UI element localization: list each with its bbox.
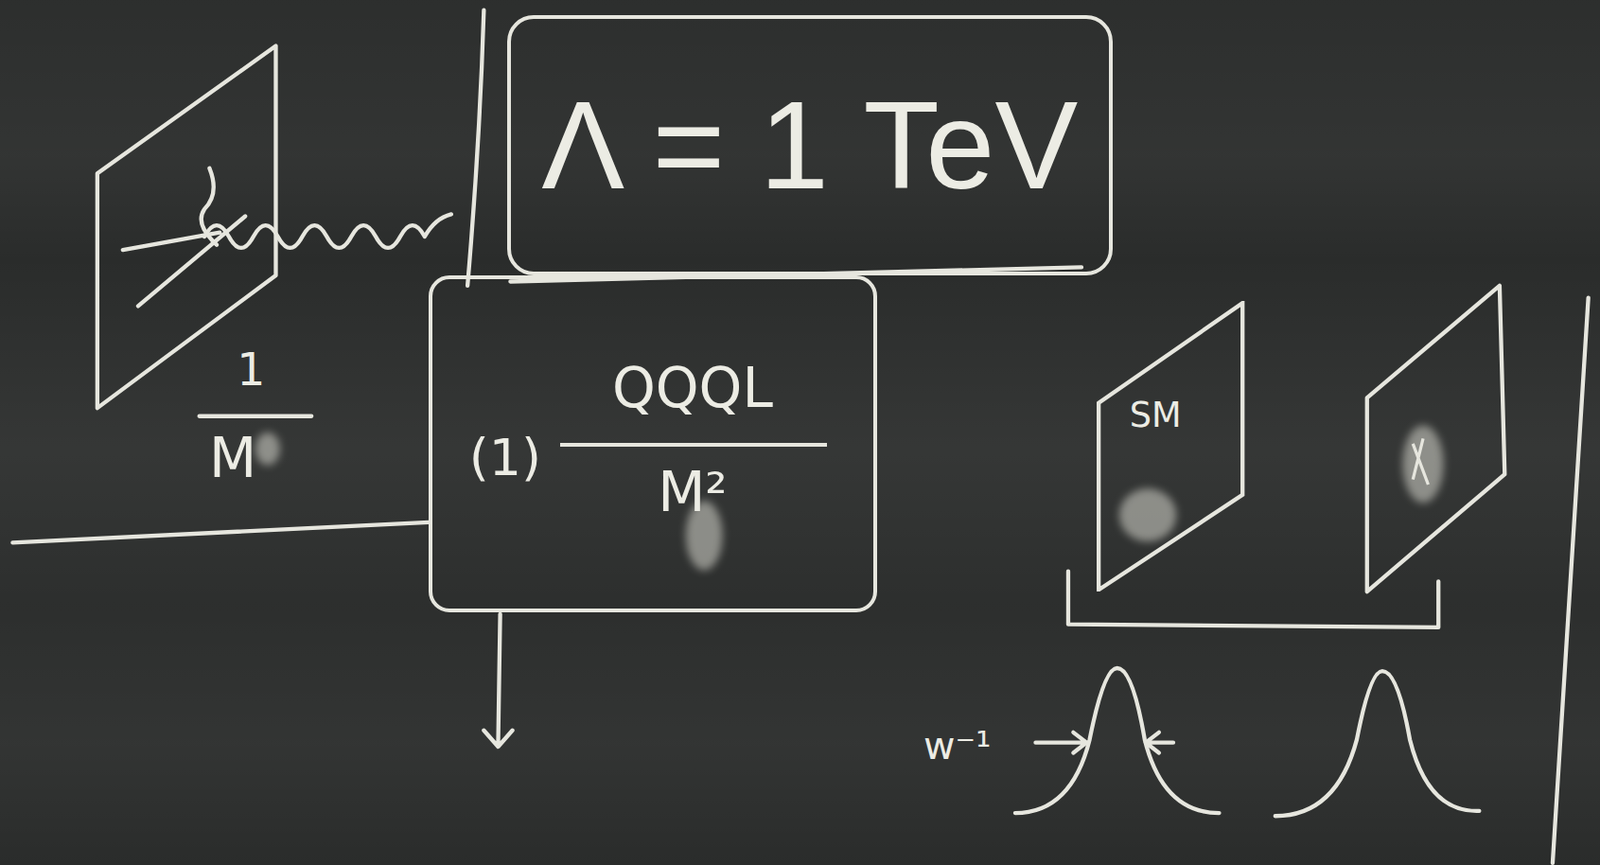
down-arrow [483,614,512,747]
width-arrow [1035,732,1087,754]
bracket [1068,571,1439,628]
width-arrow [1145,732,1174,754]
divider-line [12,522,429,544]
divider-line [1552,298,1589,863]
wavefunction-peak [1275,670,1480,816]
erased-smudge [1402,424,1443,503]
denominator: M [209,430,257,486]
erased-smudge [255,432,281,465]
graviton-wave [204,213,452,248]
divider-line [467,10,484,286]
formula-text: M² [657,464,728,520]
width-label: w⁻¹ [923,726,992,766]
scale-label: Λ = 1 TeV [541,83,1078,209]
fraction-bar [560,442,828,447]
fraction-bar [199,414,313,419]
brane-sheet [1367,285,1506,592]
erased-smudge [1119,488,1177,542]
brane-sheet [1098,302,1243,590]
wavefunction-peak [1015,668,1220,813]
chalk-box: Λ = 1 TeV [507,15,1113,276]
brane-outline [1096,300,1245,592]
formula-text: QQQL [612,360,774,416]
chalk-box: (1) QQQL M² [428,275,879,613]
erased-glyph [1412,438,1428,485]
formula-text: SM [1129,398,1182,434]
brane-sheet [97,46,277,409]
formula-text: (1) [469,432,542,484]
brane-box: SM [1096,300,1245,592]
numerator: 1 [236,347,265,392]
